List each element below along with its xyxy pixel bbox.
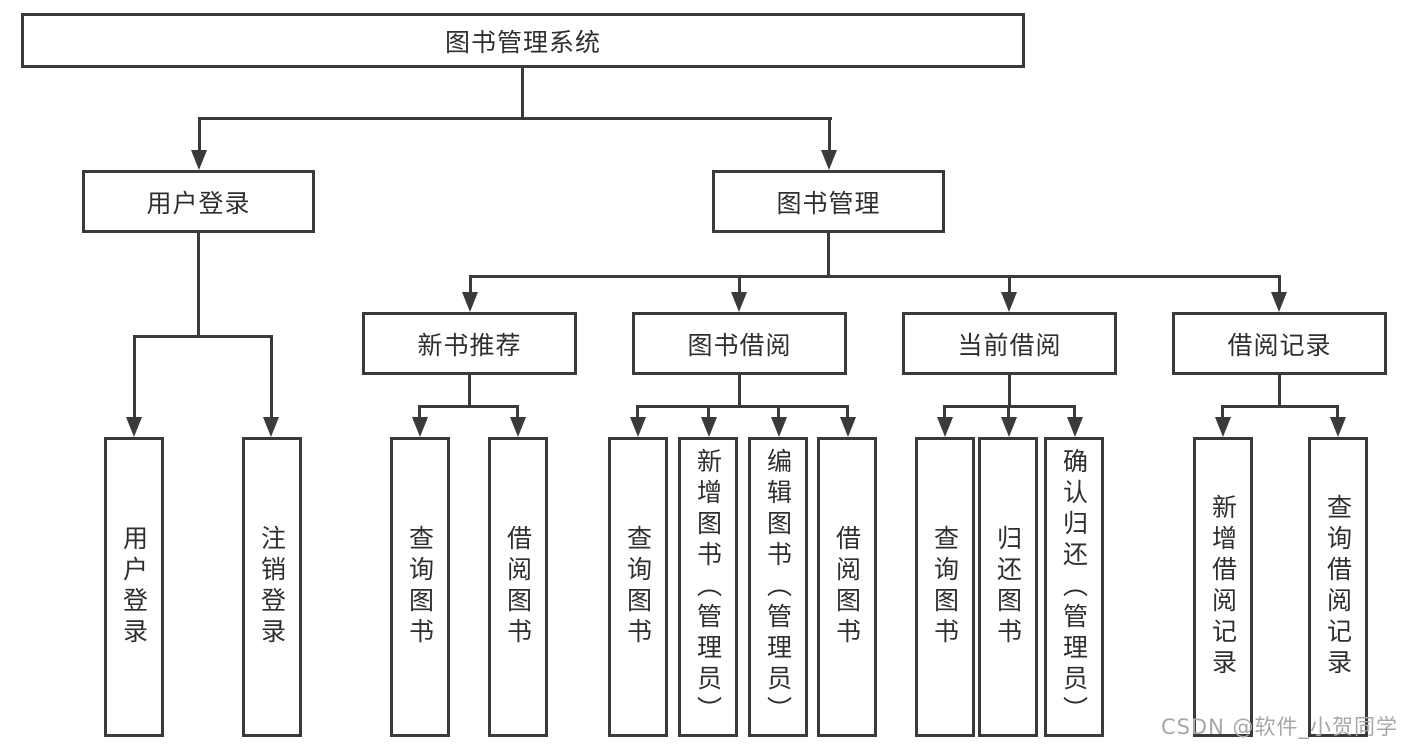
leaf-label: 新增图书（管理员） bbox=[693, 447, 723, 727]
node-label: 图书借阅 bbox=[687, 330, 792, 360]
connector-line bbox=[738, 375, 741, 405]
connector-line bbox=[270, 335, 273, 421]
arrowhead bbox=[1001, 292, 1017, 312]
connector-line bbox=[738, 275, 741, 295]
leaf-label: 新增借阅记录 bbox=[1208, 494, 1238, 680]
leaf-label: 查询图书 bbox=[405, 525, 435, 649]
node-label: 图书管理系统 bbox=[444, 27, 601, 57]
arrowhead bbox=[510, 417, 526, 437]
connector-line bbox=[1278, 275, 1281, 295]
connector-line bbox=[516, 405, 519, 421]
leaf-label: 查询图书 bbox=[623, 525, 653, 649]
connector-line bbox=[1278, 375, 1281, 405]
node-label: 用户登录 bbox=[146, 188, 251, 218]
leaf-label: 编辑图书（管理员） bbox=[763, 447, 793, 727]
leaf-label: 确认归还（管理员） bbox=[1059, 447, 1089, 727]
leaf-query-books-current: 查询图书 bbox=[915, 437, 975, 737]
arrowhead bbox=[126, 417, 142, 437]
arrowhead bbox=[1067, 417, 1083, 437]
connector-line bbox=[636, 405, 639, 421]
connector-line bbox=[1221, 405, 1224, 421]
connector-line bbox=[1221, 405, 1339, 408]
node-label: 借阅记录 bbox=[1227, 330, 1332, 360]
arrowhead bbox=[840, 417, 856, 437]
connector-line bbox=[1073, 405, 1076, 421]
leaf-label: 借阅图书 bbox=[832, 525, 862, 649]
leaf-label: 归还图书 bbox=[993, 525, 1023, 649]
leaf-query-books-borrow: 查询图书 bbox=[608, 437, 668, 737]
arrowhead bbox=[630, 417, 646, 437]
connector-line bbox=[777, 405, 780, 421]
leaf-borrow-books: 借阅图书 bbox=[817, 437, 877, 737]
node-current-borrowing: 当前借阅 bbox=[902, 312, 1117, 375]
arrowhead bbox=[1001, 417, 1017, 437]
node-label: 当前借阅 bbox=[957, 330, 1062, 360]
connector-line bbox=[469, 275, 1281, 278]
watermark-text: CSDN @软件_小贺同学 bbox=[1160, 715, 1398, 739]
node-label: 新书推荐 bbox=[417, 330, 522, 360]
leaf-add-borrow-record: 新增借阅记录 bbox=[1193, 437, 1253, 737]
leaf-add-book-admin: 新增图书（管理员） bbox=[678, 437, 738, 737]
connector-line bbox=[198, 117, 201, 155]
connector-line bbox=[418, 405, 421, 421]
arrowhead bbox=[263, 417, 279, 437]
node-book-borrowing: 图书借阅 bbox=[632, 312, 847, 375]
leaf-return-book: 归还图书 bbox=[978, 437, 1038, 737]
connector-line bbox=[636, 405, 849, 408]
node-new-book-recommendation: 新书推荐 bbox=[362, 312, 577, 375]
leaf-query-borrow-record: 查询借阅记录 bbox=[1308, 437, 1368, 737]
node-library-management-system: 图书管理系统 bbox=[21, 13, 1025, 68]
node-label: 图书管理 bbox=[776, 188, 881, 218]
connector-line bbox=[846, 405, 849, 421]
connector-line bbox=[943, 405, 946, 421]
arrowhead bbox=[1330, 417, 1346, 437]
node-borrowing-records: 借阅记录 bbox=[1172, 312, 1387, 375]
connector-line bbox=[133, 335, 136, 421]
connector-line bbox=[707, 405, 710, 421]
arrowhead bbox=[462, 292, 478, 312]
connector-line bbox=[418, 405, 519, 408]
arrowhead bbox=[701, 417, 717, 437]
arrowhead bbox=[412, 417, 428, 437]
connector-line bbox=[827, 233, 830, 275]
connector-line bbox=[828, 117, 831, 155]
arrowhead bbox=[1215, 417, 1231, 437]
arrowhead bbox=[191, 150, 207, 170]
arrowhead bbox=[1271, 292, 1287, 312]
node-book-management: 图书管理 bbox=[712, 170, 945, 233]
leaf-label: 注销登录 bbox=[257, 525, 287, 649]
arrowhead bbox=[937, 417, 953, 437]
connector-line bbox=[197, 233, 200, 335]
leaf-borrow-books-recommend: 借阅图书 bbox=[488, 437, 548, 737]
connector-line bbox=[1007, 405, 1010, 421]
arrowhead bbox=[821, 150, 837, 170]
arrowhead bbox=[731, 292, 747, 312]
connector-line bbox=[521, 66, 524, 117]
leaf-logout: 注销登录 bbox=[242, 437, 302, 737]
node-user-login: 用户登录 bbox=[82, 170, 315, 233]
arrowhead bbox=[771, 417, 787, 437]
connector-line bbox=[1008, 375, 1011, 405]
connector-line bbox=[469, 275, 472, 295]
leaf-query-books-recommend: 查询图书 bbox=[390, 437, 450, 737]
leaf-label: 用户登录 bbox=[119, 525, 149, 649]
connector-line bbox=[468, 375, 471, 405]
leaf-label: 查询借阅记录 bbox=[1323, 494, 1353, 680]
connector-line bbox=[1008, 275, 1011, 295]
leaf-user-login: 用户登录 bbox=[104, 437, 164, 737]
leaf-edit-book-admin: 编辑图书（管理员） bbox=[748, 437, 808, 737]
leaf-label: 查询图书 bbox=[930, 525, 960, 649]
leaf-label: 借阅图书 bbox=[503, 525, 533, 649]
connector-line bbox=[1336, 405, 1339, 421]
connector-line bbox=[198, 117, 832, 120]
leaf-confirm-return-admin: 确认归还（管理员） bbox=[1044, 437, 1104, 737]
connector-line bbox=[133, 335, 273, 338]
